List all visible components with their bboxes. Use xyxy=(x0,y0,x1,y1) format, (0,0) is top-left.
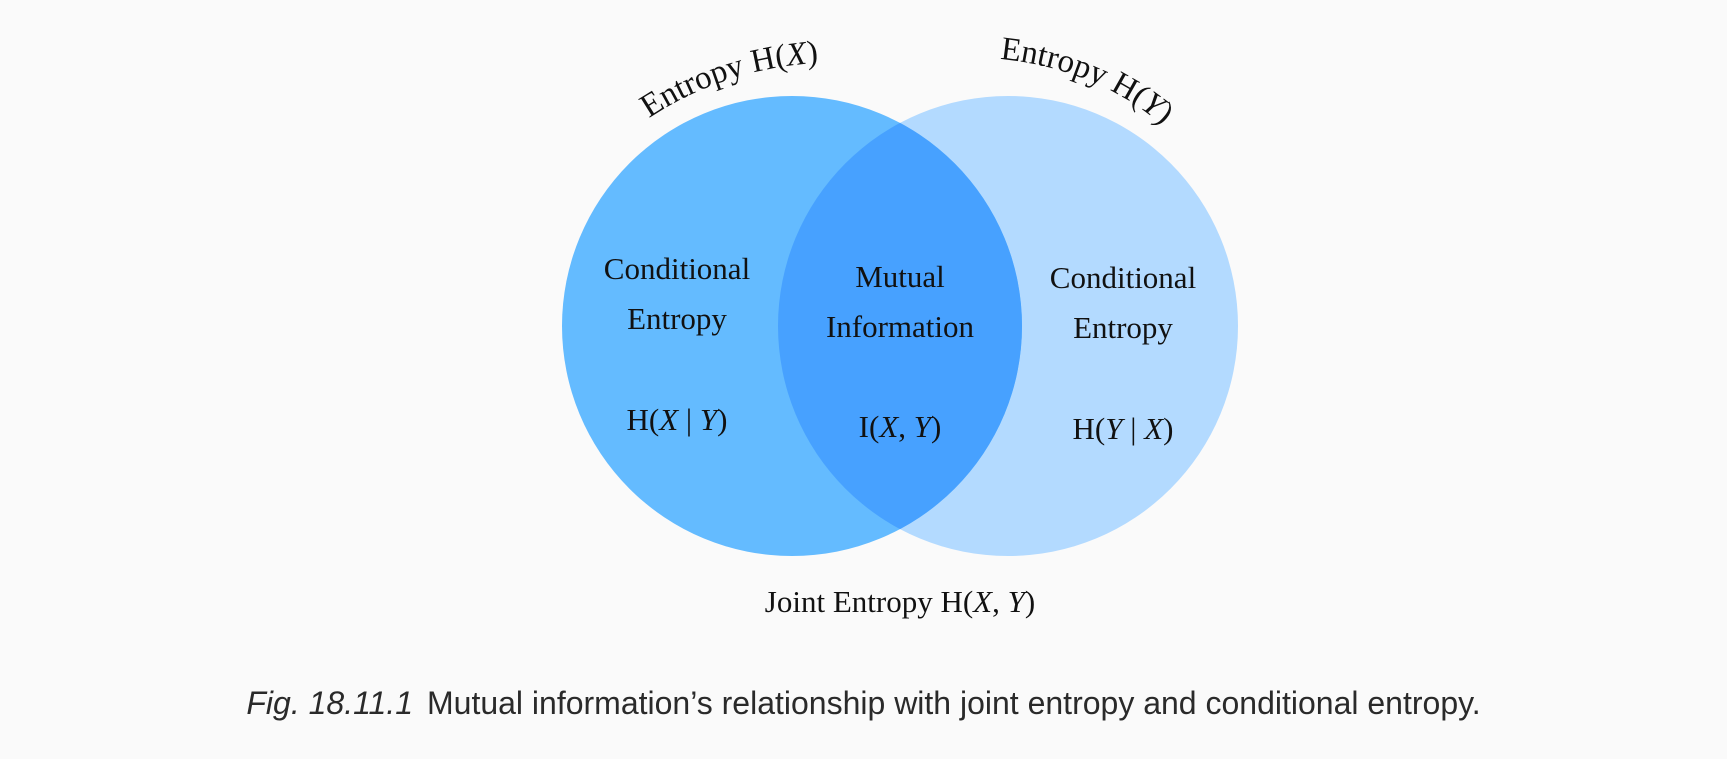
joint-entropy-label: Joint Entropy H(X, Y) xyxy=(765,584,1035,619)
figure-caption-text: Mutual information’s relationship with j… xyxy=(426,685,1481,721)
right-region-formula: H(Y | X) xyxy=(1073,411,1174,446)
center-region-formula: I(X, Y) xyxy=(859,409,942,444)
figure-number: Fig. 18.11.1 xyxy=(246,685,413,721)
left-region-label-line2: Entropy xyxy=(627,301,727,336)
venn-diagram: Entropy H(X) Entropy H(Y) Conditional En… xyxy=(562,31,1238,619)
right-region-label-line1: Conditional xyxy=(1050,260,1196,295)
left-region-formula: H(X | Y) xyxy=(627,402,728,437)
figure-caption: Fig. 18.11.1 Mutual information’s relatio… xyxy=(0,685,1727,722)
center-region-label-line1: Mutual xyxy=(855,259,945,294)
center-region-label-line2: Information xyxy=(826,309,975,344)
overlap-region-mutual-information xyxy=(778,96,1022,556)
right-region-label-line2: Entropy xyxy=(1073,310,1173,345)
left-region-label-line1: Conditional xyxy=(604,251,750,286)
